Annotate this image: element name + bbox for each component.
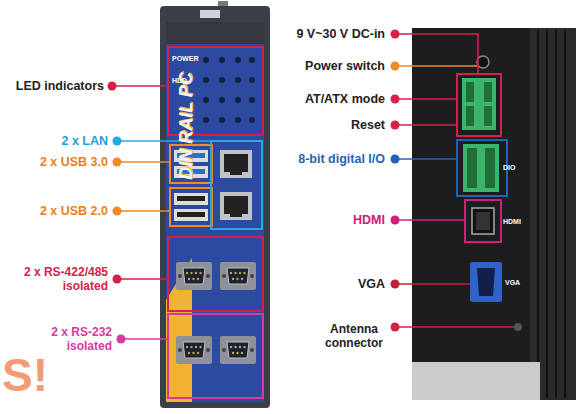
front-panel xyxy=(160,1,270,408)
side-panel xyxy=(412,28,576,400)
callout-label: AT/ATX mode xyxy=(263,92,385,106)
panel-text: HDMI xyxy=(503,217,529,226)
callout-label: 8-bit digital I/O xyxy=(263,152,385,166)
panel-text: POWER xyxy=(172,54,206,63)
leader-lines xyxy=(112,34,514,339)
callout-label: 2 x RS-232 isolated xyxy=(10,325,112,353)
callout-label: 2 x LAN xyxy=(4,134,108,148)
panel-text: VGA xyxy=(505,278,529,287)
callout-label: 2 x RS-422/485 isolated xyxy=(6,265,108,293)
panel-text: DIO xyxy=(503,163,527,172)
callout-label: Reset xyxy=(263,118,385,132)
callout-label: 2 x USB 3.0 xyxy=(4,155,108,169)
leader-dots xyxy=(108,30,400,344)
callout-label: Power switch xyxy=(263,59,385,73)
callout-label: Antenna connector xyxy=(318,322,390,350)
callout-label: HDMI xyxy=(263,213,385,227)
callout-label: LED indicators xyxy=(4,79,104,93)
panel-text: HDD xyxy=(172,76,206,85)
watermark: S! xyxy=(2,350,62,400)
callout-label: 9 V~30 V DC-in xyxy=(263,27,385,41)
callout-label: 2 x USB 2.0 xyxy=(4,204,108,218)
callout-label: VGA xyxy=(263,277,385,291)
